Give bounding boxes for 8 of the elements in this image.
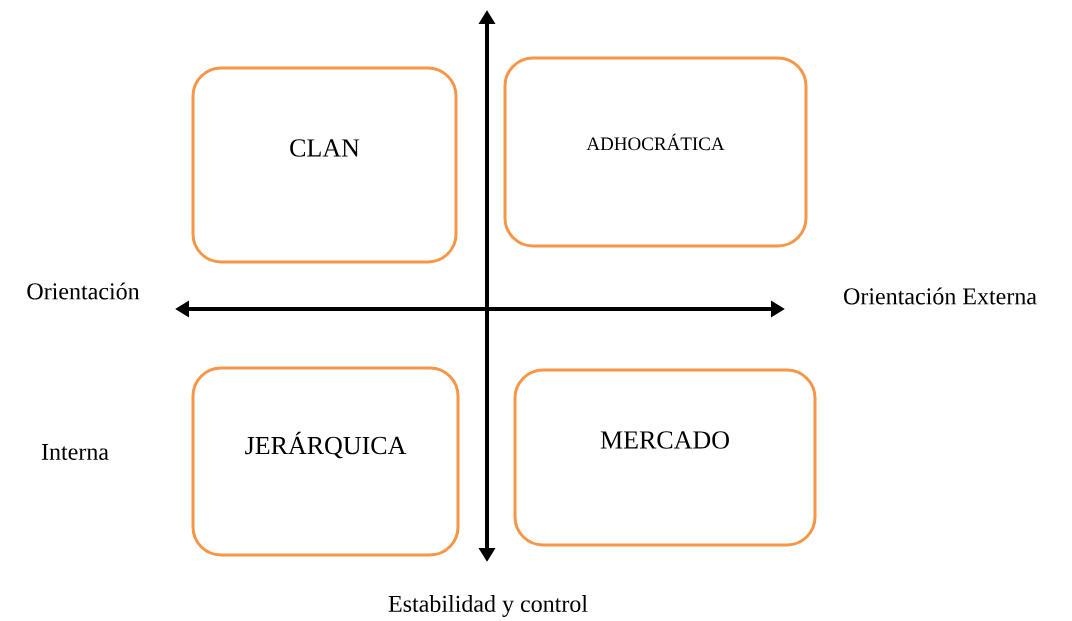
quadrant-box: JERÁRQUICA: [191, 366, 460, 557]
axis-label: Interna: [41, 444, 109, 460]
axis-label: Orientación: [27, 282, 140, 300]
quadrant-box: CLAN: [191, 66, 458, 264]
quadrant-box: ADHOCRÁTICA: [503, 56, 808, 248]
axis-label: Orientación Externa: [844, 287, 1037, 305]
quadrant-box: MERCADO: [513, 368, 817, 547]
axis-label: Estabilidad y control: [388, 595, 588, 617]
